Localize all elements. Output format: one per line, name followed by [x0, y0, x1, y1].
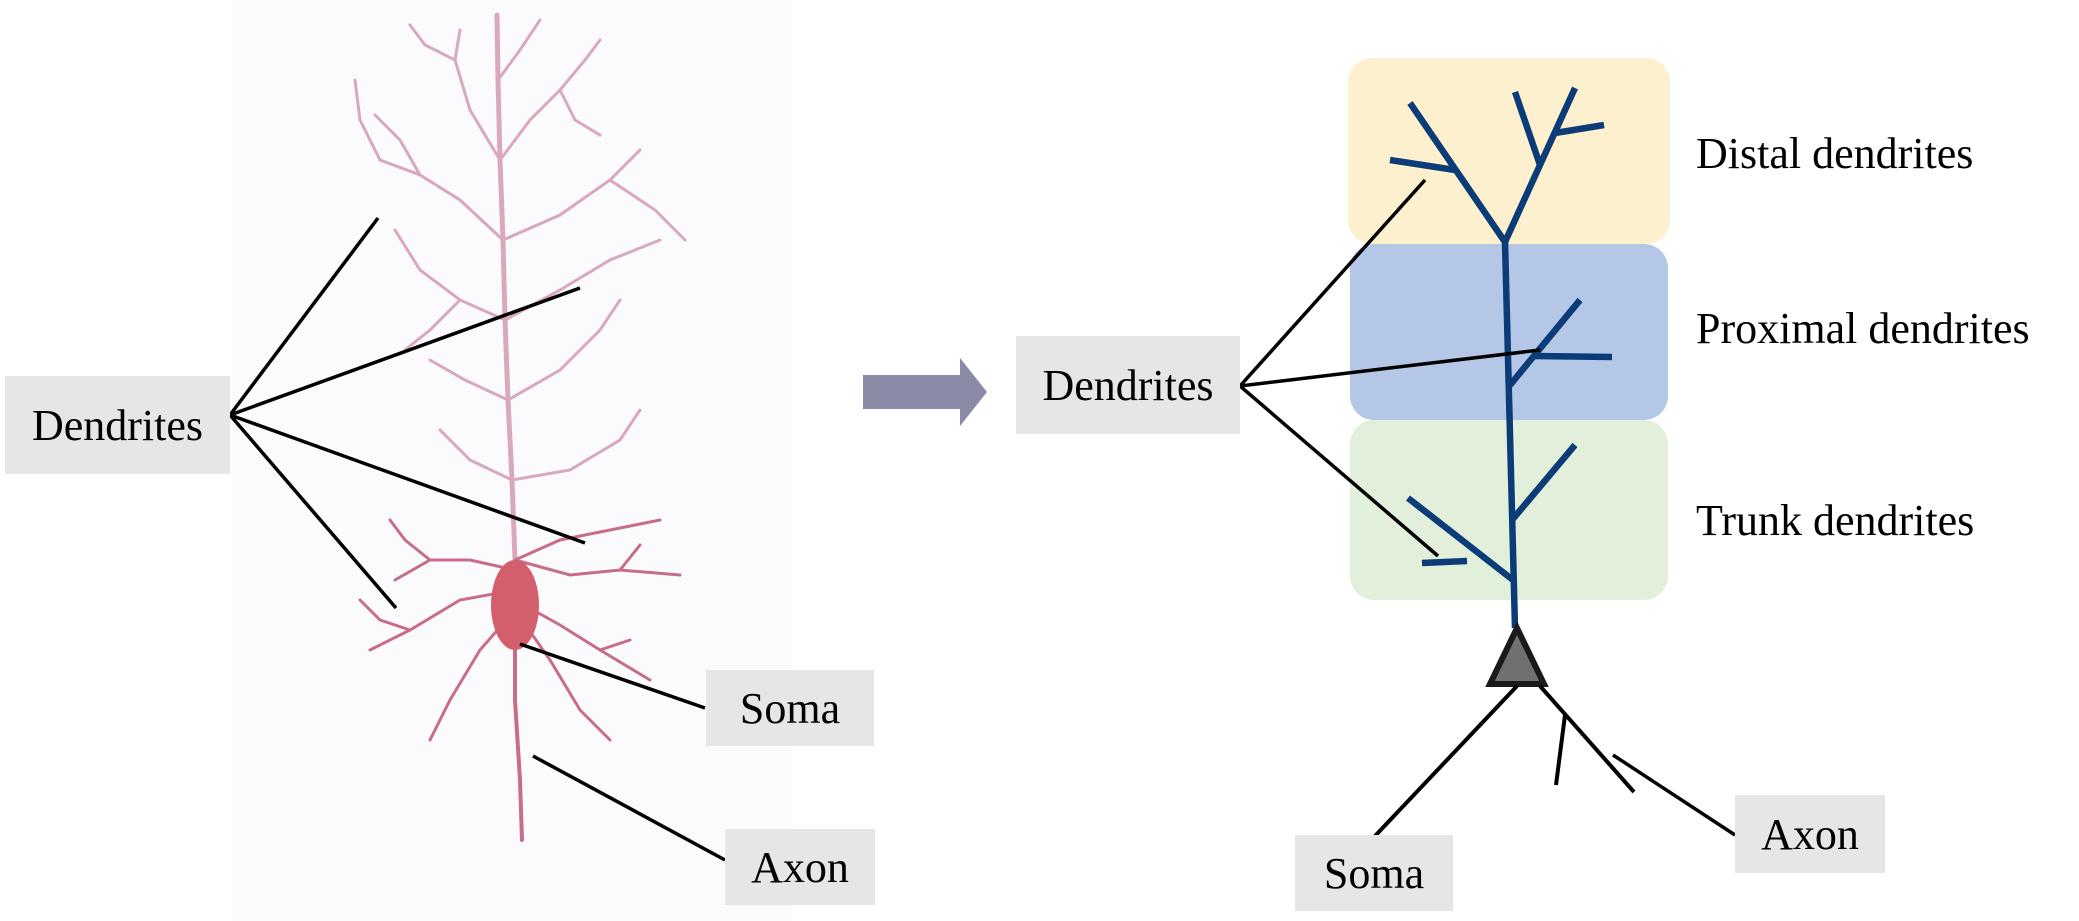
zone-distal [1348, 58, 1670, 244]
transform-arrow [863, 358, 987, 426]
distal-dendrites-label: Distal dendrites [1696, 129, 1974, 178]
left-pointer-lines [228, 216, 726, 862]
proximal-dendrites-label: Proximal dendrites [1696, 304, 2030, 353]
soma-processes [1373, 684, 1636, 838]
schematic-dendrite-tree [1389, 86, 1613, 629]
left-axon-label: Axon [725, 829, 875, 905]
neuron-branches [353, 12, 687, 643]
left-soma-label: Soma [706, 670, 874, 746]
illustrated-neuron [232, 0, 792, 921]
right-dendrites-label: Dendrites [1016, 336, 1240, 434]
right-axon-label: Axon [1735, 795, 1885, 873]
neuron-cell-body [491, 560, 539, 650]
trunk-dendrites-label: Trunk dendrites [1696, 496, 1975, 545]
right-soma-label: Soma [1295, 835, 1453, 911]
left-dendrites-label: Dendrites [5, 376, 230, 474]
soma-triangle [1485, 621, 1549, 687]
right-pointer-lines [1238, 178, 1736, 837]
